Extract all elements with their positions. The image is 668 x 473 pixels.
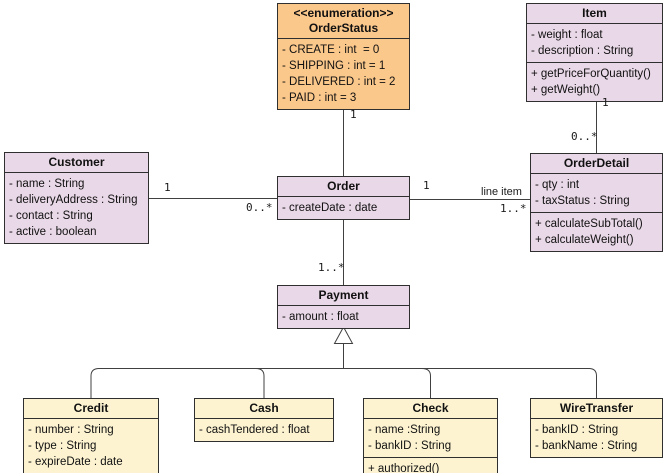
attribute: - DELIVERED : int = 2	[282, 76, 396, 88]
class-customer-title: Customer	[48, 155, 105, 169]
generalization-triangle-icon	[333, 325, 354, 344]
generalization-branch-cash[interactable]	[255, 368, 265, 401]
class-credit-title: Credit	[73, 401, 109, 415]
class-customer[interactable]: Customer - name : String - deliveryAddre…	[4, 152, 149, 244]
class-orderstatus[interactable]: <<enumeration>> OrderStatus - CREATE : i…	[277, 3, 410, 110]
class-check-title: Check	[412, 401, 449, 415]
class-check-attributes: - name :String - bankID : String	[364, 418, 497, 457]
class-check[interactable]: Check - name :String - bankID : String +…	[363, 398, 498, 473]
class-payment[interactable]: Payment - amount : float	[277, 285, 410, 329]
attribute: - description : String	[531, 45, 634, 57]
multiplicity-item-end: 1	[602, 96, 609, 109]
class-credit[interactable]: Credit - number : String - type : String…	[23, 398, 159, 473]
class-cash[interactable]: Cash - cashTendered : float	[194, 398, 334, 442]
class-wiretransfer-attributes: - bankID : String - bankName : String	[531, 418, 662, 457]
multiplicity-orderdetail-item-end: 0..*	[571, 130, 598, 143]
class-orderstatus-title: OrderStatus	[308, 21, 379, 35]
class-cash-attributes: - cashTendered : float	[195, 418, 333, 441]
class-item-title: Item	[582, 6, 607, 20]
class-item-methods: + getPriceForQuantity() + getWeight()	[527, 62, 662, 101]
attribute: - CREATE : int = 0	[282, 44, 380, 56]
attribute: - name : String	[9, 178, 85, 190]
attribute: - active : boolean	[9, 226, 97, 238]
class-orderdetail[interactable]: OrderDetail - qty : int - taxStatus : St…	[530, 153, 663, 252]
attribute: - deliveryAddress : String	[9, 194, 138, 206]
class-order[interactable]: Order - createDate : date	[277, 176, 410, 220]
method: + getPriceForQuantity()	[531, 68, 651, 80]
class-check-methods: + authorized()	[364, 457, 497, 473]
method: + calculateSubTotal()	[535, 218, 643, 230]
class-order-title: Order	[327, 179, 360, 193]
method: + authorized()	[368, 463, 440, 473]
attribute: - expireDate : date	[28, 456, 123, 468]
attribute: - cashTendered : float	[199, 424, 310, 436]
class-payment-title: Payment	[318, 288, 369, 302]
multiplicity-order-detail-end: 1	[423, 179, 430, 192]
class-wiretransfer[interactable]: WireTransfer - bankID : String - bankNam…	[530, 398, 663, 458]
attribute: - contact : String	[9, 210, 93, 222]
method: + calculateWeight()	[535, 234, 634, 246]
attribute: - qty : int	[535, 179, 580, 191]
multiplicity-customer-end: 1	[164, 181, 171, 194]
generalization-branch-check[interactable]	[421, 368, 431, 401]
class-orderdetail-methods: + calculateSubTotal() + calculateWeight(…	[531, 212, 662, 251]
multiplicity-orderstatus-order: 1	[350, 108, 357, 121]
class-orderstatus-attributes: - CREATE : int = 0 - SHIPPING : int = 1 …	[278, 38, 409, 109]
association-name-line-item: line item	[481, 186, 522, 198]
attribute: - createDate : date	[282, 202, 378, 214]
attribute: - bankID : String	[368, 440, 452, 452]
class-orderstatus-header: <<enumeration>> OrderStatus	[278, 4, 409, 38]
attribute: - taxStatus : String	[535, 195, 630, 207]
attribute: - bankID : String	[535, 424, 619, 436]
class-orderdetail-attributes: - qty : int - taxStatus : String	[531, 173, 662, 212]
class-credit-attributes: - number : String - type : String - expi…	[24, 418, 158, 473]
attribute: - number : String	[28, 424, 114, 436]
class-cash-title: Cash	[249, 401, 279, 415]
attribute: - SHIPPING : int = 1	[282, 60, 386, 72]
attribute: - name :String	[368, 424, 441, 436]
multiplicity-payment-end: 1..*	[318, 261, 345, 274]
class-customer-attributes: - name : String - deliveryAddress : Stri…	[5, 172, 148, 243]
attribute: - amount : float	[282, 311, 359, 323]
multiplicity-orderdetail-end: 1..*	[500, 202, 527, 215]
class-orderstatus-stereotype: <<enumeration>>	[293, 6, 394, 20]
attribute: - weight : float	[531, 29, 603, 41]
class-payment-attributes: - amount : float	[278, 305, 409, 328]
class-orderdetail-title: OrderDetail	[563, 156, 630, 170]
attribute: - bankName : String	[535, 440, 638, 452]
class-wiretransfer-title: WireTransfer	[559, 401, 634, 415]
attribute: - PAID : int = 3	[282, 92, 357, 104]
multiplicity-order-end: 0..*	[246, 201, 273, 214]
class-item[interactable]: Item - weight : float - description : St…	[526, 3, 663, 102]
generalization-rail[interactable]	[90, 368, 597, 401]
class-item-attributes: - weight : float - description : String	[527, 23, 662, 62]
method: + getWeight()	[531, 84, 601, 96]
class-order-attributes: - createDate : date	[278, 196, 409, 219]
attribute: - type : String	[28, 440, 97, 452]
